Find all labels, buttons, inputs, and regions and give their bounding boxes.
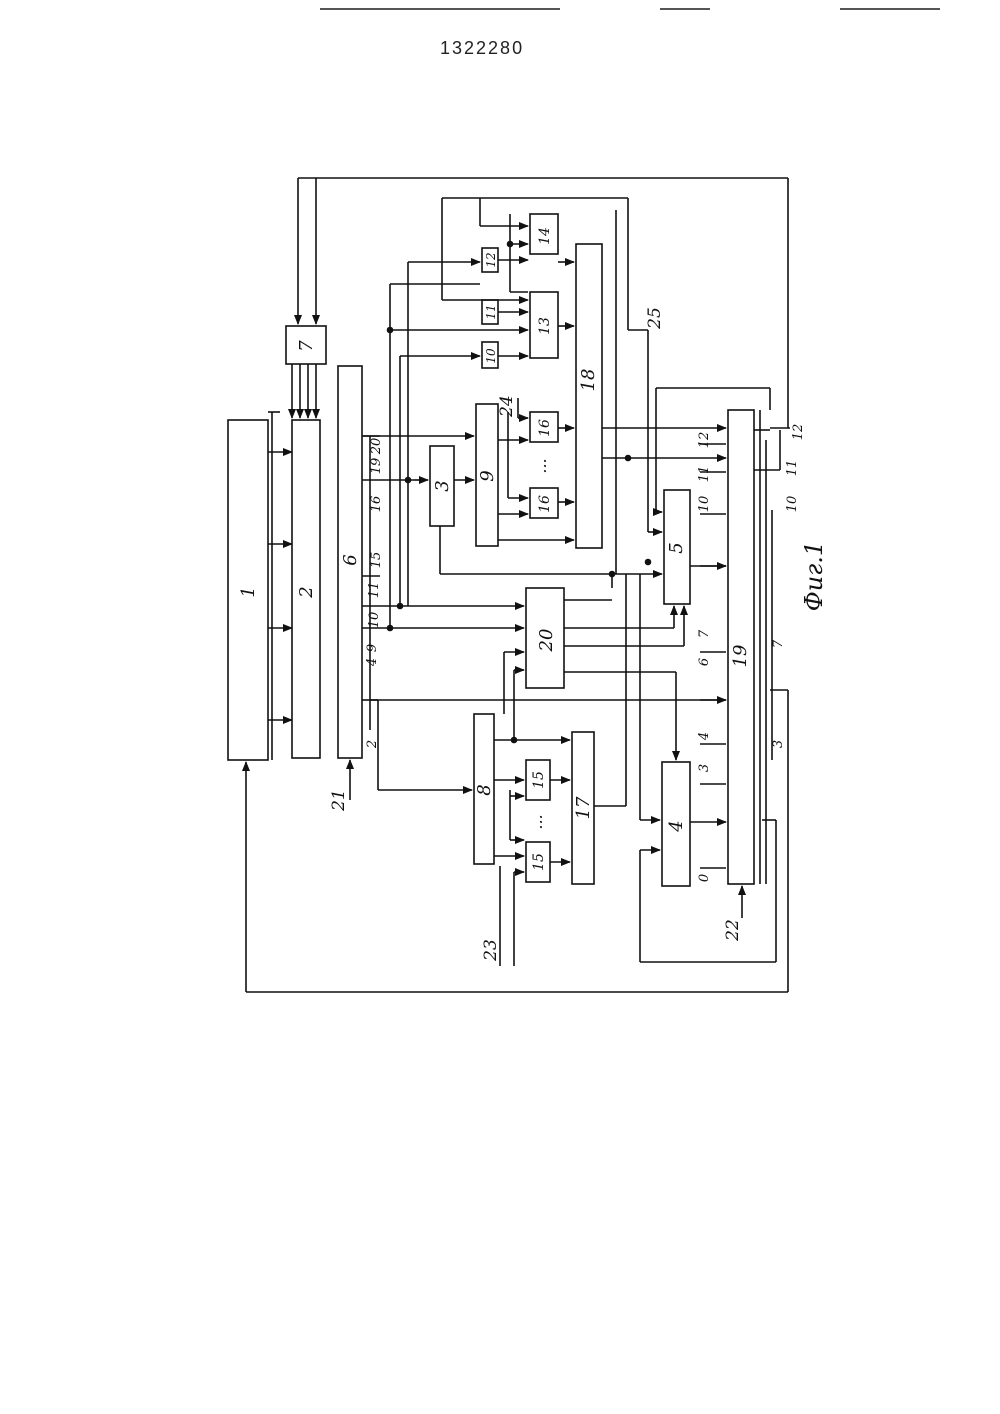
label-block-19: 19 (730, 645, 751, 668)
label-block-8: 8 (474, 784, 495, 795)
label-block-13: 13 (537, 317, 553, 335)
pin19-11: 11 (697, 466, 712, 483)
pin19b-10: 10 (785, 496, 800, 513)
pin6-16: 16 (369, 496, 384, 513)
label-block-15b: 15 (531, 853, 547, 871)
label-block-11: 11 (484, 304, 498, 319)
pin19-6: 6 (697, 658, 712, 666)
pin6-2: 2 (365, 740, 380, 749)
label-block-6: 6 (340, 554, 361, 565)
terminal-22: 22 (723, 919, 743, 942)
label-block-17: 17 (573, 796, 594, 819)
pin19b-12: 12 (791, 424, 806, 441)
label-block-5: 5 (666, 542, 687, 553)
label-block-9: 9 (477, 470, 498, 481)
label-block-14: 14 (537, 227, 553, 245)
block-18 (576, 244, 602, 548)
ellipsis-16: ... (531, 458, 550, 473)
pin19-0: 0 (697, 874, 712, 882)
label-block-7: 7 (296, 340, 317, 352)
pin6-15: 15 (369, 552, 384, 569)
pin19-4: 4 (697, 732, 712, 741)
pin19b-3: 3 (771, 740, 786, 748)
pin19-7: 7 (697, 629, 712, 638)
pin19-3: 3 (697, 764, 712, 772)
pin19-10: 10 (697, 496, 712, 513)
pin6-19: 19 (369, 458, 384, 475)
label-block-18: 18 (578, 369, 599, 392)
label-block-15a: 15 (531, 771, 547, 789)
terminal-21: 21 (329, 789, 349, 812)
pin19-12: 12 (697, 432, 712, 449)
label-block-12: 12 (484, 252, 498, 267)
pin6-9: 9 (365, 644, 380, 652)
label-block-3: 3 (432, 480, 453, 491)
terminal-25: 25 (645, 307, 665, 330)
label-block-10: 10 (484, 348, 498, 364)
label-block-2: 2 (296, 586, 317, 598)
pin6-20: 20 (369, 438, 384, 456)
pin6-4: 4 (365, 658, 380, 667)
pin6-11: 11 (367, 582, 382, 599)
label-block-20: 20 (536, 629, 557, 653)
terminal-24: 24 (497, 395, 517, 418)
label-block-1: 1 (238, 586, 259, 597)
pin19b-11: 11 (785, 460, 800, 477)
ellipsis-15: ... (527, 814, 546, 829)
pin6-10: 10 (367, 612, 382, 629)
pin19b-7: 7 (771, 639, 786, 648)
figure-caption: Фиг.1 (800, 541, 828, 611)
terminal-23: 23 (481, 939, 501, 962)
label-block-16a: 16 (537, 419, 553, 437)
label-block-4: 4 (666, 820, 687, 832)
label-block-16b: 16 (537, 495, 553, 513)
